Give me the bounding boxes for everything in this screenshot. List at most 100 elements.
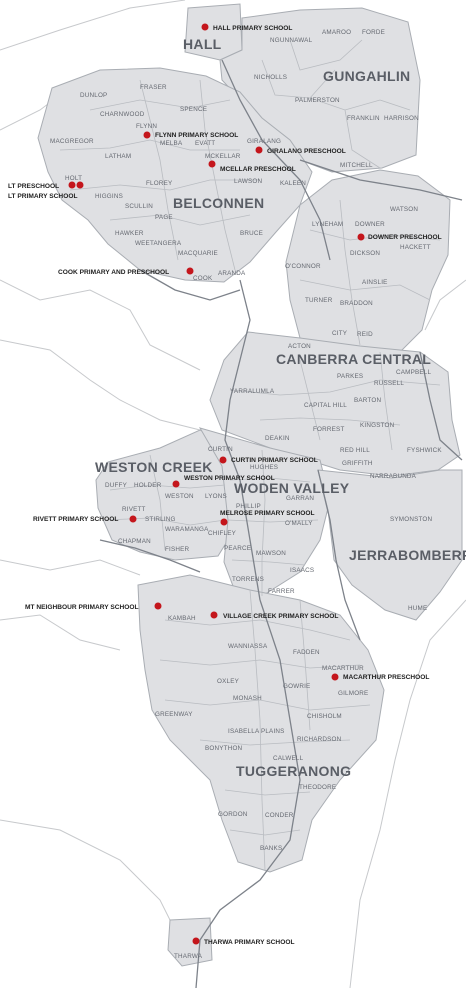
suburb-label: KINGSTON [360, 422, 395, 429]
suburb-label: MITCHELL [340, 162, 373, 169]
suburb-label: RIVETT [122, 506, 146, 513]
district-label-hall: HALL [183, 36, 222, 52]
suburb-label: THEODORE [299, 784, 336, 791]
suburb-label: HARRISON [384, 115, 419, 122]
school-marker-downer[interactable] [357, 233, 365, 241]
suburb-label: RICHARDSON [297, 736, 342, 743]
suburb-label: ISABELLA PLAINS [228, 728, 285, 735]
suburb-label: KALEEN [280, 180, 306, 187]
suburb-label: HUGHES [250, 464, 278, 471]
suburb-label: FRANKLIN [347, 115, 380, 122]
school-label-rivett: RIVETT PRIMARY SCHOOL [33, 516, 118, 523]
school-marker-flynn[interactable] [143, 131, 151, 139]
school-marker-rivett[interactable] [129, 515, 137, 523]
school-marker-tharwa[interactable] [192, 937, 200, 945]
suburb-label: REID [357, 331, 373, 338]
suburb-label: PALMERSTON [295, 97, 340, 104]
north-canberra-shape [285, 169, 451, 353]
suburb-label: PARKES [337, 373, 363, 380]
jerrabomberra-shape [317, 469, 463, 621]
suburb-label: SPENCE [180, 106, 207, 113]
suburb-label: HAWKER [115, 230, 144, 237]
suburb-label: DEAKIN [265, 435, 290, 442]
suburb-label: GIRALANG [247, 138, 281, 145]
school-marker-cook[interactable] [186, 267, 194, 275]
district-label-canberra-central: CANBERRA CENTRAL [276, 351, 431, 367]
school-label-melrose: MELROSE PRIMARY SCHOOL [220, 510, 315, 517]
suburb-label: ACTON [288, 343, 311, 350]
woden-valley-shape [198, 427, 331, 597]
suburb-label: MACQUARIE [178, 250, 218, 257]
weston-creek-shape [95, 429, 229, 561]
suburb-label: CHISHOLM [307, 713, 342, 720]
suburb-label: CHAPMAN [118, 538, 151, 545]
suburb-label: MACGREGOR [50, 138, 94, 145]
suburb-label: CAPITAL HILL [304, 402, 347, 409]
suburb-label: DICKSON [350, 250, 380, 257]
suburb-label: THARWA [174, 953, 203, 960]
district-label-weston-creek: WESTON CREEK [95, 459, 213, 475]
school-label-downer: DOWNER PRESCHOOL [368, 234, 442, 241]
suburb-label: PEARCE [224, 545, 251, 552]
suburb-label: SCULLIN [125, 203, 153, 210]
school-marker-mt-neighbour[interactable] [154, 602, 162, 610]
school-marker-mcellar[interactable] [208, 160, 216, 168]
district-label-tuggeranong: TUGGERANONG [236, 763, 351, 779]
suburb-label: FORREST [313, 426, 345, 433]
suburb-label: O'MALLY [285, 520, 313, 527]
school-marker-curtin[interactable] [219, 456, 227, 464]
school-markers: HALL PRIMARY SCHOOL FLYNN PRIMARY SCHOOL… [8, 23, 442, 946]
district-label-belconnen: BELCONNEN [173, 195, 264, 211]
school-label-flynn: FLYNN PRIMARY SCHOOL [155, 132, 238, 139]
suburb-label: CHIFLEY [208, 530, 237, 537]
suburb-label: ARANDA [218, 270, 246, 277]
suburb-label: HOLDER [134, 482, 162, 489]
roads [99, 59, 463, 988]
suburb-label: MCKELLAR [205, 153, 241, 160]
suburb-label: SYMONSTON [390, 516, 433, 523]
suburb-label: COOK [193, 275, 213, 282]
suburb-label: FRASER [140, 84, 167, 91]
suburb-label: OXLEY [217, 678, 240, 685]
suburb-label: BARTON [354, 397, 381, 404]
suburb-label: WATSON [390, 206, 418, 213]
suburb-label: MELBA [160, 140, 183, 147]
suburb-label: HUME [408, 605, 427, 612]
school-label-cook: COOK PRIMARY AND PRESCHOOL [58, 269, 169, 276]
school-marker-macarthur[interactable] [331, 673, 339, 681]
belconnen-shape [37, 67, 313, 283]
suburb-label: FYSHWICK [407, 447, 442, 454]
suburb-label: GOWRIE [283, 683, 310, 690]
school-marker-lt-primary[interactable] [76, 181, 84, 189]
school-marker-giralang[interactable] [255, 146, 263, 154]
school-label-tharwa: THARWA PRIMARY SCHOOL [204, 939, 294, 946]
school-marker-hall[interactable] [201, 23, 209, 31]
suburb-label: GORDON [218, 811, 248, 818]
suburb-label: CAMPBELL [396, 369, 431, 376]
suburb-label: BANKS [260, 845, 282, 852]
school-marker-melrose[interactable] [220, 518, 228, 526]
school-label-mcellar: MCELLAR PRESCHOOL [220, 166, 296, 173]
suburb-label: HACKETT [400, 244, 431, 251]
suburb-label: PHILLIP [236, 503, 261, 510]
school-marker-village-creek[interactable] [210, 611, 218, 619]
school-marker-weston[interactable] [172, 480, 180, 488]
suburb-label: FADDEN [293, 649, 320, 656]
school-label-macarthur: MACARTHUR PRESCHOOL [343, 674, 429, 681]
district-label-gungahlin: GUNGAHLIN [323, 68, 410, 84]
suburb-label: MAWSON [256, 550, 286, 557]
suburb-label: HOLT [65, 175, 82, 182]
suburb-label: AINSLIE [362, 279, 388, 286]
suburb-label: NGUNNAWAL [270, 37, 313, 44]
suburb-label: DOWNER [355, 221, 385, 228]
suburb-label: MONASH [233, 695, 262, 702]
suburb-label: NARRABUNDA [370, 473, 417, 480]
suburb-label: FLYNN [136, 123, 157, 130]
suburb-label: TORRENS [232, 576, 264, 583]
district-label-jerrabomberra: JERRABOMBERRA [349, 547, 466, 563]
suburb-label: ISAACS [290, 567, 314, 574]
suburb-label: GRIFFITH [342, 460, 373, 467]
school-label-curtin: CURTIN PRIMARY SCHOOL [231, 457, 318, 464]
suburb-label: PAGE [155, 214, 173, 221]
school-marker-lt-preschool[interactable] [68, 181, 76, 189]
